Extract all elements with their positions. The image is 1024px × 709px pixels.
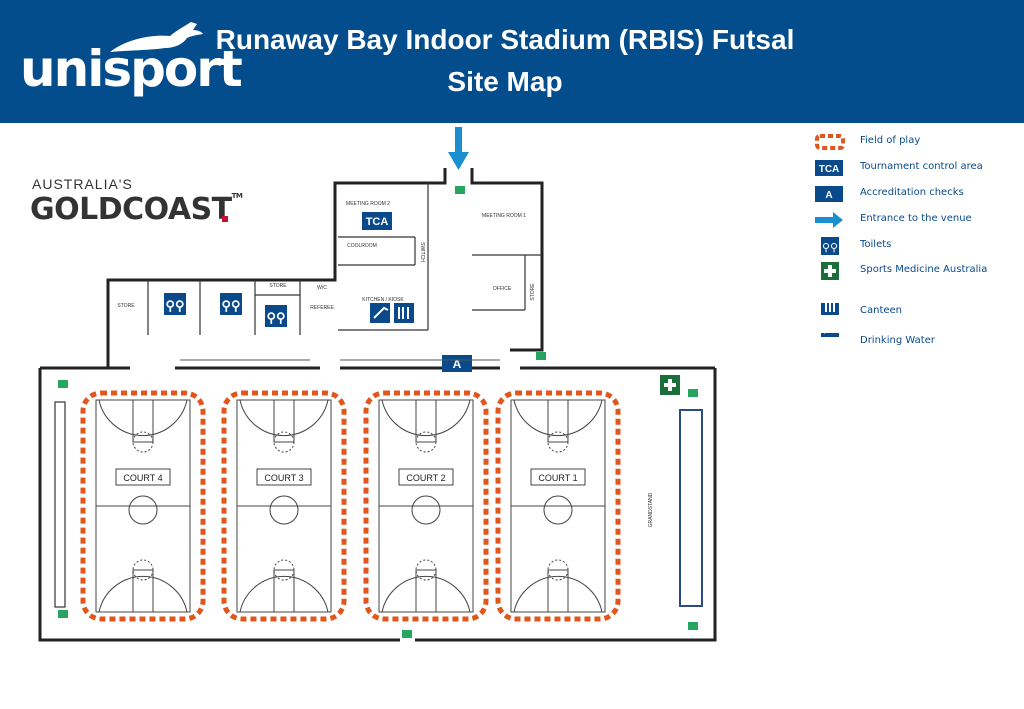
referee-label: REFEREE	[310, 305, 334, 311]
gold-coast-logo-dot	[222, 216, 228, 222]
first-aid-icon	[660, 375, 680, 395]
court-label: COURT 2	[406, 473, 445, 483]
tca-marker-label: TCA	[366, 216, 389, 228]
svg-text:⚲⚲: ⚲⚲	[822, 242, 838, 254]
unisport-logo: unisport	[20, 40, 243, 98]
header-banner: unisport Runaway Bay Indoor Stadium (RBI…	[0, 0, 1024, 123]
switch-label: SWITCH	[419, 242, 425, 262]
exit-sign-icon	[688, 389, 698, 397]
grandstand-label: GRANDSTAND	[648, 492, 654, 527]
entrance-arrow-icon	[448, 127, 469, 170]
toilets-icon: ⚲⚲	[164, 293, 186, 315]
exit-sign-icon	[688, 622, 698, 630]
legend-label: Drinking Water	[860, 335, 935, 346]
field-of-play-boundary	[221, 390, 347, 622]
canteen-icon	[394, 303, 414, 323]
svg-text:⚲⚲: ⚲⚲	[266, 310, 285, 325]
drinking-water-icon	[370, 303, 390, 323]
legend-label: Tournament control area	[860, 161, 983, 172]
tca-icon: TCA	[815, 159, 843, 177]
exit-sign-icon	[402, 630, 412, 638]
store-right-label: STORE	[530, 283, 536, 301]
court: COURT 3	[221, 390, 347, 622]
gold-coast-logo-line1: AUSTRALIA'S	[32, 176, 133, 192]
gold-coast-logo: GOLDCOASTTM	[30, 192, 243, 227]
field-of-play-boundary	[80, 390, 206, 622]
meeting-room-1-label: MEETING ROOM 1	[482, 213, 526, 219]
office-label: OFFICE	[493, 286, 512, 292]
court: COURT 4	[80, 390, 206, 622]
toilets-icon: ⚲⚲	[265, 305, 287, 327]
gold-coast-logo-line2: GOLDCOAST	[30, 192, 232, 227]
courts: COURT 4 COURT 3 COURT 2 COURT 1	[80, 390, 621, 622]
tca-marker: TCA	[362, 212, 392, 230]
meeting-room-2-label: MEETING ROOM 2	[346, 201, 390, 207]
field-of-play-icon	[815, 133, 845, 151]
court: COURT 1	[495, 390, 621, 622]
accreditation-marker-label: A	[453, 357, 462, 371]
toilets-icon: ⚲⚲	[815, 237, 843, 255]
accreditation-icon: A	[815, 185, 843, 203]
store-mid-label: STORE	[269, 283, 287, 289]
page-title: Runaway Bay Indoor Stadium (RBIS) Futsal	[215, 24, 795, 55]
store-left-label: STORE	[117, 303, 135, 309]
accreditation-marker: A	[442, 355, 472, 372]
exit-sign-icon	[455, 186, 465, 194]
legend-label: Canteen	[860, 305, 903, 316]
trademark: TM	[231, 192, 243, 200]
kangaroo-icon	[110, 22, 203, 52]
exit-sign-icon	[58, 380, 68, 388]
entrance-arrow-icon	[815, 211, 843, 229]
page-subtitle: Site Map	[447, 66, 563, 97]
drinking-water-icon	[815, 319, 843, 351]
field-of-play-boundary	[495, 390, 621, 622]
court: COURT 2	[363, 390, 489, 622]
exit-sign-icon	[536, 352, 546, 360]
legend-label: Field of play	[860, 135, 921, 146]
svg-text:⚲⚲: ⚲⚲	[165, 298, 184, 313]
canteen-icon	[815, 297, 843, 321]
wc-label: W/C	[317, 285, 327, 291]
court-label: COURT 1	[538, 473, 577, 483]
field-of-play-boundary	[363, 390, 489, 622]
legend-label: Entrance to the venue	[860, 213, 972, 224]
court-label: COURT 4	[123, 473, 162, 483]
kitchen-label: KITCHEN / KIOSK	[362, 297, 404, 303]
exit-sign-icon	[58, 610, 68, 618]
svg-text:⚲⚲: ⚲⚲	[221, 298, 240, 313]
interior-walls	[54, 183, 703, 608]
svg-text:TCA: TCA	[819, 164, 840, 175]
legend-label: Accreditation checks	[860, 187, 964, 198]
court-label: COURT 3	[264, 473, 303, 483]
toilets-icon: ⚲⚲	[220, 293, 242, 315]
svg-text:A: A	[825, 190, 832, 201]
first-aid-icon	[815, 262, 843, 280]
legend-label: Sports Medicine Australia	[860, 264, 988, 275]
coolroom-label: COOLROOM	[347, 243, 377, 249]
building-walls	[38, 168, 717, 642]
legend-label: Toilets	[860, 239, 892, 250]
